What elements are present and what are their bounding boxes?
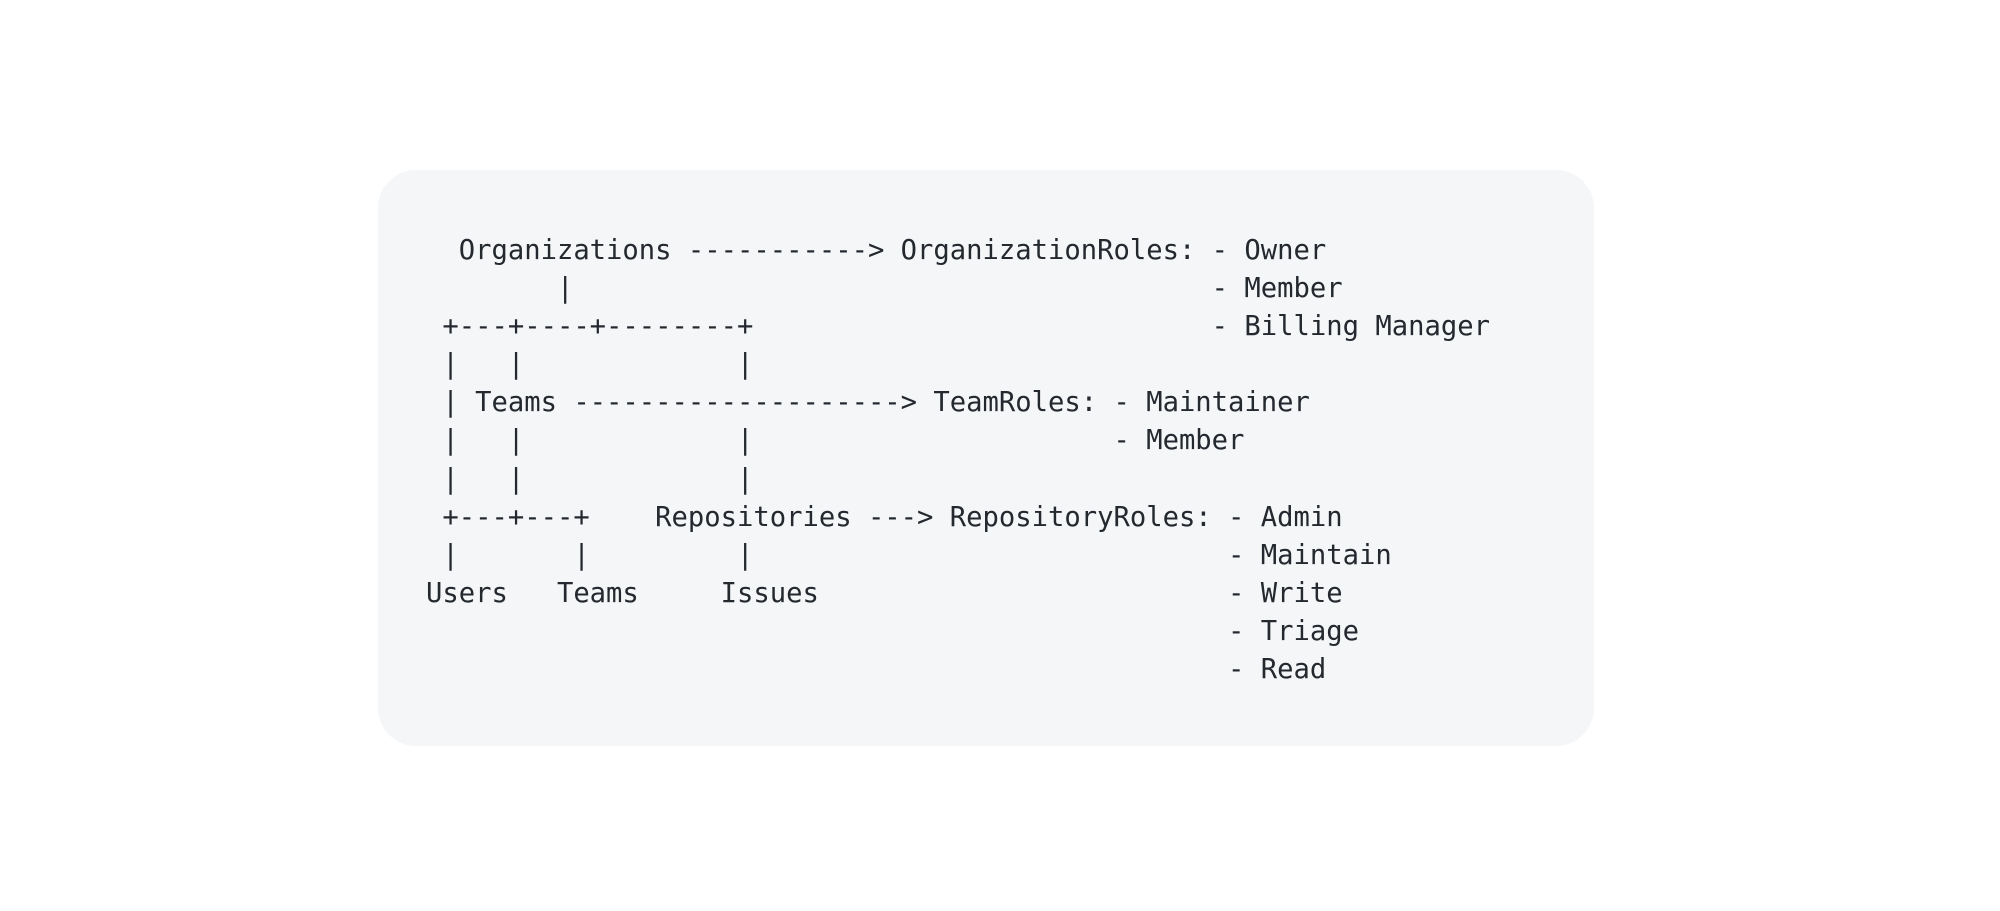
diagram-line: - Read xyxy=(426,654,1327,686)
diagram-line: +---+----+--------+ - Billing Manager xyxy=(426,311,1490,343)
diagram-line: | | | xyxy=(426,349,754,381)
diagram-line: Users Teams Issues - Write xyxy=(426,577,1343,609)
diagram-line: | | | - Maintain xyxy=(426,539,1392,571)
diagram-line: | | | - Member xyxy=(426,425,1245,457)
code-block-panel: Organizations -----------> OrganizationR… xyxy=(378,170,1594,746)
ascii-diagram: Organizations -----------> OrganizationR… xyxy=(426,232,1490,689)
diagram-line: Organizations -----------> OrganizationR… xyxy=(426,235,1327,266)
diagram-line: - Triage xyxy=(426,615,1359,647)
diagram-line: | | | xyxy=(426,463,754,495)
diagram-line: +---+---+ Repositories ---> RepositoryRo… xyxy=(426,501,1343,533)
diagram-line: | Teams --------------------> TeamRoles:… xyxy=(426,387,1310,419)
diagram-line: | - Member xyxy=(426,273,1343,305)
